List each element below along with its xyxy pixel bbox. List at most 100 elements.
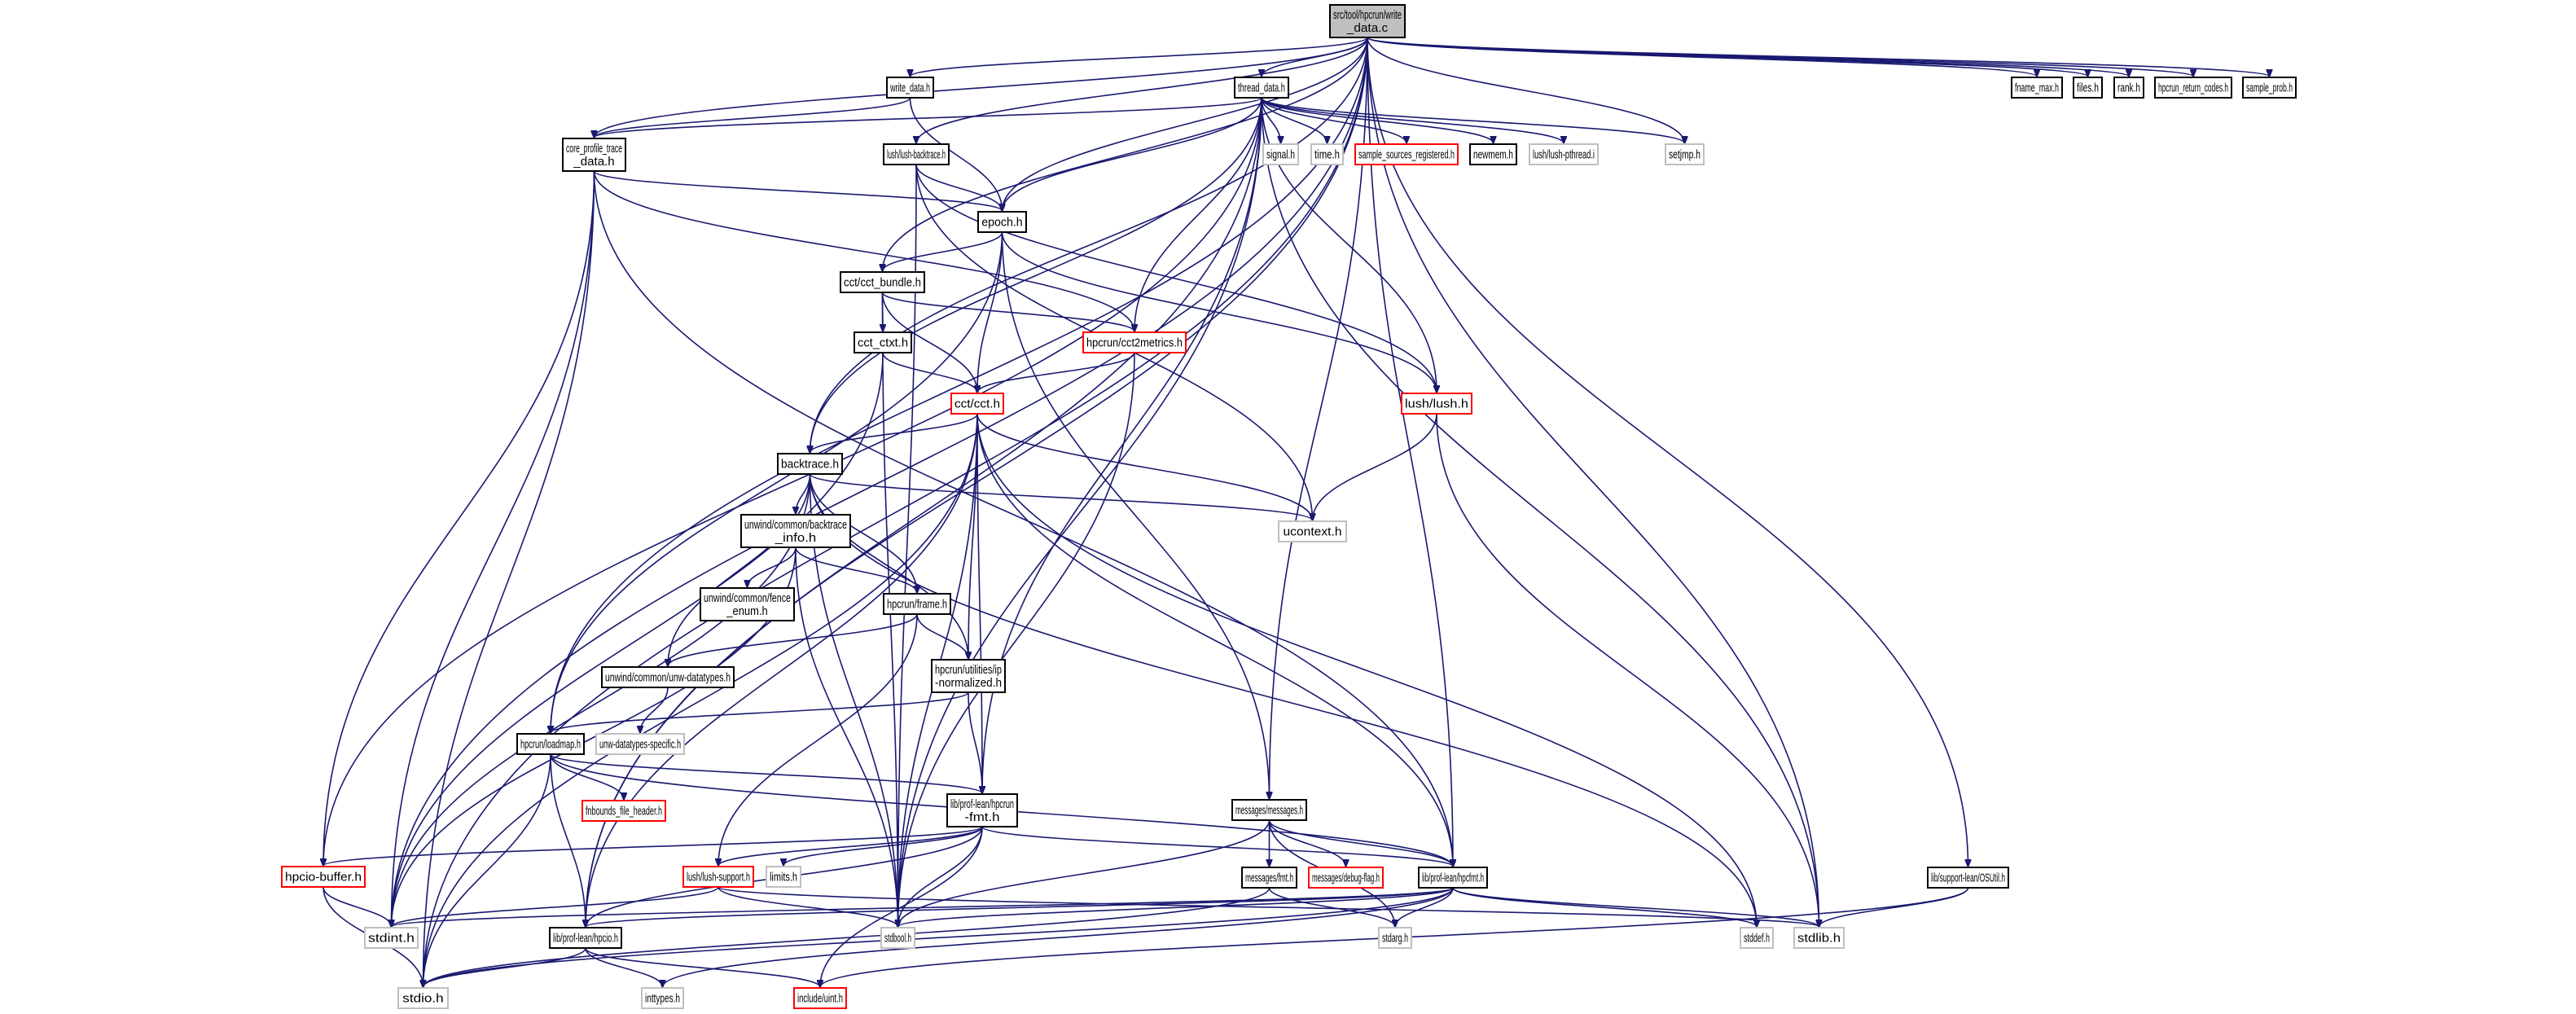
- node-files-h[interactable]: files.h: [2073, 77, 2103, 99]
- node-limits-h[interactable]: limits.h: [766, 866, 801, 888]
- node-box: [854, 331, 912, 353]
- edge-thread_data_h-to-sample_sources_registered_h: [1261, 97, 1406, 143]
- edge-backtrace_h-to-ucontext_h: [809, 473, 1313, 520]
- node-label: _info.h: [775, 531, 817, 545]
- node-stddef-h[interactable]: stddef.h: [1740, 927, 1774, 949]
- node-newmem-h[interactable]: newmem.h: [1469, 143, 1517, 165]
- node-epoch-h[interactable]: epoch.h: [977, 211, 1027, 233]
- node-lush-support-h[interactable]: lush/lush-support.h: [682, 866, 754, 888]
- node-box: [281, 866, 366, 888]
- node-hpcfmt-h[interactable]: lib/prof-lean/hpcfmt.h: [1418, 867, 1488, 889]
- edge-core_profile_trace_data_h-to-hpcio_buffer_h: [323, 170, 595, 866]
- node-cct-bundle-h[interactable]: cct/cct_bundle.h: [840, 271, 925, 293]
- node-label: cct/cct.h: [954, 397, 1000, 411]
- edge-cct2metrics_h-to-stdbool_h: [898, 352, 1135, 927]
- node-rank-h[interactable]: rank.h: [2113, 77, 2144, 99]
- node-label: fnbounds_file_header.h: [586, 805, 662, 819]
- node-fence-enum-h[interactable]: unwind/common/fence_enum.h: [700, 587, 795, 621]
- edge-lush_backtrace_h-to-lush_h: [915, 164, 1437, 393]
- node-label: ucontext.h: [1284, 525, 1342, 539]
- node-backtrace-info-h[interactable]: unwind/common/backtrace_info.h: [740, 514, 851, 548]
- node-fname-max-h[interactable]: fname_max.h: [2011, 77, 2063, 99]
- node-ucontext-h[interactable]: ucontext.h: [1278, 520, 1347, 542]
- node-box: [840, 271, 925, 293]
- edge-backtrace_info_h-to-stdbool_h: [795, 547, 898, 927]
- node-label: lush/lush-backtrace.h: [887, 148, 946, 162]
- node-signal-h[interactable]: signal.h: [1262, 143, 1299, 165]
- node-stdint-h[interactable]: stdint.h: [364, 927, 419, 949]
- edge-thread_data_h-to-hpcio_h: [586, 97, 1262, 927]
- node-time-h[interactable]: time.h: [1310, 143, 1344, 165]
- edge-root-to-core_profile_trace_data_h: [595, 37, 1368, 138]
- node-box: [931, 659, 1006, 693]
- node-label: core_profile_trace: [566, 142, 622, 156]
- node-lush-h[interactable]: lush/lush.h: [1401, 393, 1472, 415]
- node-cct-ctxt-h[interactable]: cct_ctxt.h: [854, 331, 912, 353]
- edge-hpcrun_fmt_h-to-hpcfmt_h: [981, 826, 1453, 867]
- node-label: stdarg.h: [1382, 932, 1408, 946]
- node-thread-data-h[interactable]: thread_data.h: [1234, 77, 1289, 99]
- node-box: [740, 514, 851, 548]
- node-lush-pthread-i[interactable]: lush/lush-pthread.i: [1529, 143, 1599, 165]
- node-fnbounds-file-header-h[interactable]: fnbounds_file_header.h: [581, 800, 666, 822]
- node-box: [682, 866, 754, 888]
- node-label: sample_prob.h: [2246, 81, 2293, 95]
- node-cct2metrics-h[interactable]: hpcrun/cct2metrics.h: [1082, 331, 1187, 353]
- node-sample-prob-h[interactable]: sample_prob.h: [2242, 77, 2297, 99]
- edge-hpcio_h-to-stdio_h: [423, 947, 586, 987]
- node-label: hpcrun_return_codes.h: [2158, 81, 2228, 95]
- node-setjmp-h[interactable]: setjmp.h: [1665, 143, 1705, 165]
- node-hpcio-buffer-h[interactable]: hpcio-buffer.h: [281, 866, 366, 888]
- edge-ip_normalized_h-to-loadmap_h: [551, 691, 969, 733]
- node-lush-backtrace-h[interactable]: lush/lush-backtrace.h: [883, 143, 950, 165]
- edge-thread_data_h-to-stdbool_h: [898, 97, 1262, 927]
- node-frame-h[interactable]: hpcrun/frame.h: [883, 593, 951, 615]
- node-debug-flag-h[interactable]: messages/debug-flag.h: [1308, 867, 1384, 889]
- node-box: [1278, 520, 1347, 542]
- node-ip-normalized-h[interactable]: hpcrun/utilities/ip-normalized.h: [931, 659, 1006, 693]
- node-label: stdio.h: [402, 992, 443, 1006]
- node-box: [700, 587, 795, 621]
- node-backtrace-h[interactable]: backtrace.h: [777, 453, 843, 475]
- node-root[interactable]: src/tool/hpcrun/write_data.c: [1329, 4, 1406, 38]
- node-unw-datatypes-h[interactable]: unwind/common/unw-datatypes.h: [601, 666, 735, 688]
- node-stdio-h[interactable]: stdio.h: [397, 987, 449, 1009]
- node-label: newmem.h: [1473, 148, 1513, 162]
- node-write-data-h[interactable]: write_data.h: [886, 77, 934, 99]
- edge-hpcio_h-to-uint_h: [585, 947, 820, 987]
- node-uint-h[interactable]: include/uint.h: [793, 987, 847, 1009]
- node-stdarg-h[interactable]: stdarg.h: [1378, 927, 1412, 949]
- node-box: [2242, 77, 2297, 99]
- node-box: [1401, 393, 1472, 415]
- node-hpcio-h[interactable]: lib/prof-lean/hpcio.h: [549, 927, 622, 949]
- node-fmt-h[interactable]: messages/fmt.h: [1241, 867, 1297, 889]
- node-box: [766, 866, 801, 888]
- node-box: [793, 987, 847, 1009]
- edge-hpcio_h-to-inttypes_h: [585, 947, 663, 987]
- node-label: include/uint.h: [797, 992, 843, 1006]
- node-stdlib-h[interactable]: stdlib.h: [1793, 927, 1845, 949]
- node-box: [883, 143, 950, 165]
- node-loadmap-h[interactable]: hpcrun/loadmap.h: [516, 733, 585, 755]
- edge-cct_h-to-stdio_h: [423, 413, 978, 987]
- node-messages-h[interactable]: messages/messages.h: [1231, 799, 1307, 821]
- node-cct-h[interactable]: cct/cct.h: [950, 393, 1004, 415]
- edge-cct_h-to-ucontext_h: [976, 413, 1313, 520]
- node-label: lib/prof-lean/hpcio.h: [553, 932, 618, 946]
- node-sample-sources-registered-h[interactable]: sample_sources_registered.h: [1354, 143, 1459, 165]
- node-box: [1793, 927, 1845, 949]
- edge-unw_datatypes_h-to-unw_datatypes_specific_h: [640, 687, 669, 733]
- node-label: sample_sources_registered.h: [1358, 148, 1455, 162]
- node-hpcrun-fmt-h[interactable]: lib/prof-lean/hpcrun-fmt.h: [946, 793, 1018, 827]
- node-box: [1740, 927, 1774, 949]
- node-unw-datatypes-specific-h[interactable]: unw-datatypes-specific.h: [595, 733, 685, 755]
- edge-frame_h-to-lush_support_h: [718, 613, 918, 866]
- node-osutil-h[interactable]: lib/support-lean/OSUtil.h: [1927, 867, 2009, 889]
- node-inttypes-h[interactable]: inttypes.h: [641, 987, 684, 1009]
- node-stdbool-h[interactable]: stdbool.h: [880, 927, 915, 949]
- edge-hpcfmt_h-to-stdarg_h: [1395, 887, 1454, 927]
- node-hpcrun-return-codes-h[interactable]: hpcrun_return_codes.h: [2154, 77, 2232, 99]
- node-label: lush/lush-pthread.i: [1533, 148, 1595, 162]
- node-core-profile-trace-data-h[interactable]: core_profile_trace_data.h: [562, 138, 626, 172]
- edge-root-to-lush_backtrace_h: [916, 37, 1368, 143]
